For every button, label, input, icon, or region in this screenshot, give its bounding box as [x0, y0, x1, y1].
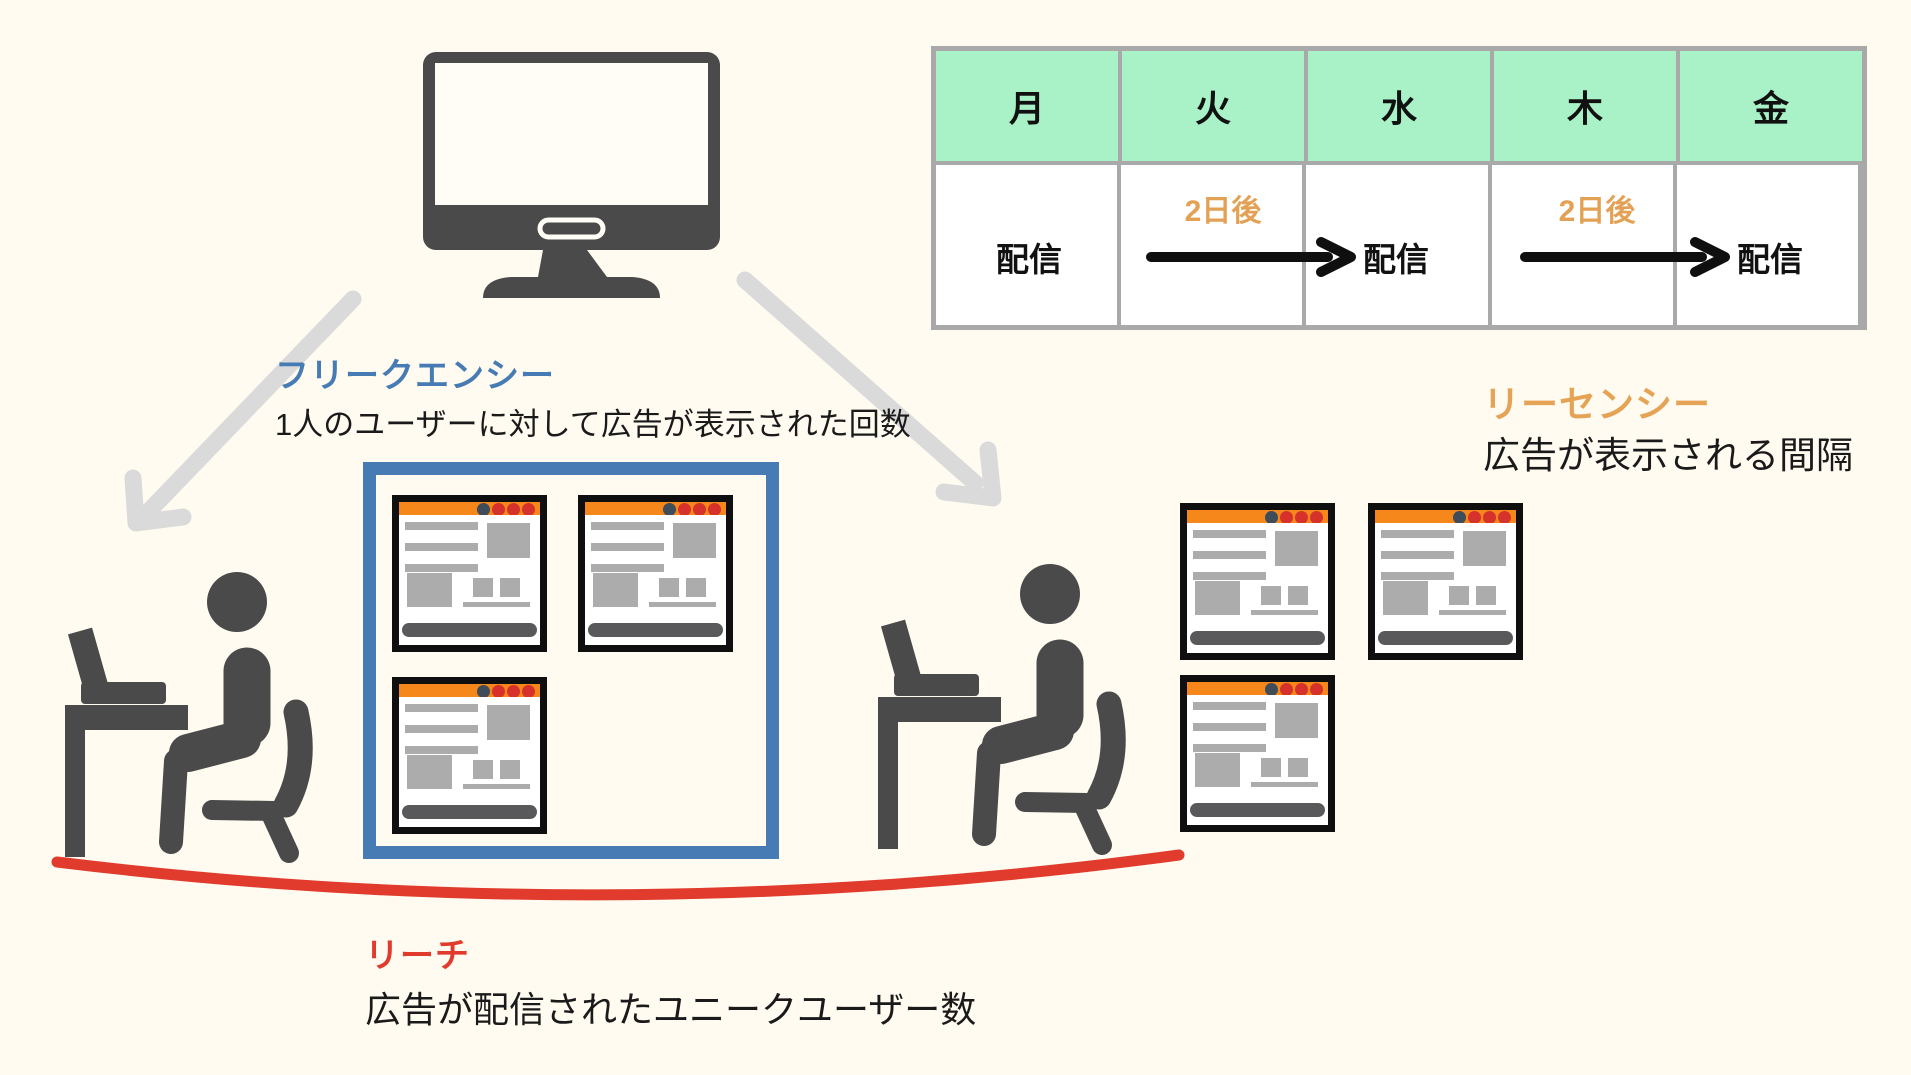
delivery-label-wed: 配信: [1363, 241, 1429, 278]
browser-dot-icon: [522, 503, 535, 515]
ad-window: [1180, 503, 1335, 660]
browser-dot-icon: [1468, 511, 1481, 523]
browser-titlebar: [585, 502, 726, 515]
user-at-desk-icon: [878, 564, 1126, 855]
ad-window: [392, 495, 547, 652]
desktop-monitor-icon: [423, 52, 720, 298]
browser-dot-icon: [663, 503, 676, 515]
recency-title: リーセンシー: [1483, 384, 1711, 425]
browser-dot-icon: [492, 503, 505, 515]
browser-dot-icon: [477, 685, 490, 697]
interval-label-2: 2日後: [1558, 195, 1636, 228]
browser-titlebar: [1187, 510, 1328, 523]
browser-dot-icon: [507, 685, 520, 697]
reach-description: 広告が配信されたユニークユーザー数: [365, 989, 977, 1030]
header-cell-mon: 月: [936, 51, 1122, 161]
delivery-label-fri: 配信: [1737, 241, 1803, 278]
frequency-highlight-box: [363, 462, 779, 859]
ad-button-bar: [1378, 631, 1513, 645]
table-header-row: 月 火 水 木 金: [936, 51, 1862, 165]
browser-titlebar: [1187, 682, 1328, 695]
ad-button-bar: [1190, 803, 1325, 817]
ad-window: [392, 677, 547, 834]
ad-button-bar: [402, 623, 537, 637]
browser-dot-icon: [1265, 683, 1278, 695]
ad-button-bar: [588, 623, 723, 637]
browser-dot-icon: [1498, 511, 1511, 523]
header-cell-tue: 火: [1122, 51, 1308, 161]
browser-dot-icon: [1310, 511, 1323, 523]
browser-dot-icon: [708, 503, 721, 515]
browser-dot-icon: [1280, 511, 1293, 523]
frequency-title: フリークエンシー: [275, 357, 555, 395]
browser-titlebar: [399, 684, 540, 697]
browser-dot-icon: [492, 685, 505, 697]
interval-arrows: [1146, 237, 1730, 277]
browser-dot-icon: [1265, 511, 1278, 523]
browser-dot-icon: [1295, 511, 1308, 523]
browser-dot-icon: [678, 503, 691, 515]
ad-window: [578, 495, 733, 652]
delivery-schedule-table: 月 火 水 木 金 配信 配信 配信 2日後 2日: [931, 46, 1867, 330]
recency-description: 広告が表示される間隔: [1483, 435, 1853, 476]
browser-titlebar: [1375, 510, 1516, 523]
browser-dot-icon: [693, 503, 706, 515]
browser-dot-icon: [1453, 511, 1466, 523]
browser-dot-icon: [1295, 683, 1308, 695]
frequency-description: 1人のユーザーに対して広告が表示された回数: [275, 407, 911, 442]
reach-title: リーチ: [365, 937, 470, 975]
header-cell-wed: 水: [1308, 51, 1494, 161]
header-cell-fri: 金: [1752, 88, 1789, 129]
browser-dot-icon: [507, 503, 520, 515]
browser-dot-icon: [522, 685, 535, 697]
browser-dot-icon: [1310, 683, 1323, 695]
browser-dot-icon: [1483, 511, 1496, 523]
header-cell-thu: 木: [1494, 51, 1680, 161]
ad-window: [1368, 503, 1523, 660]
table-body-row: 配信 配信 配信 2日後 2日後: [936, 165, 1863, 325]
interval-label-1: 2日後: [1184, 195, 1262, 228]
ad-window: [1180, 675, 1335, 832]
browser-dot-icon: [477, 503, 490, 515]
ad-button-bar: [402, 805, 537, 819]
browser-dot-icon: [1280, 683, 1293, 695]
delivery-label-mon: 配信: [996, 241, 1062, 278]
browser-titlebar: [399, 502, 540, 515]
ad-button-bar: [1190, 631, 1325, 645]
user-at-desk-icon: [65, 572, 313, 863]
